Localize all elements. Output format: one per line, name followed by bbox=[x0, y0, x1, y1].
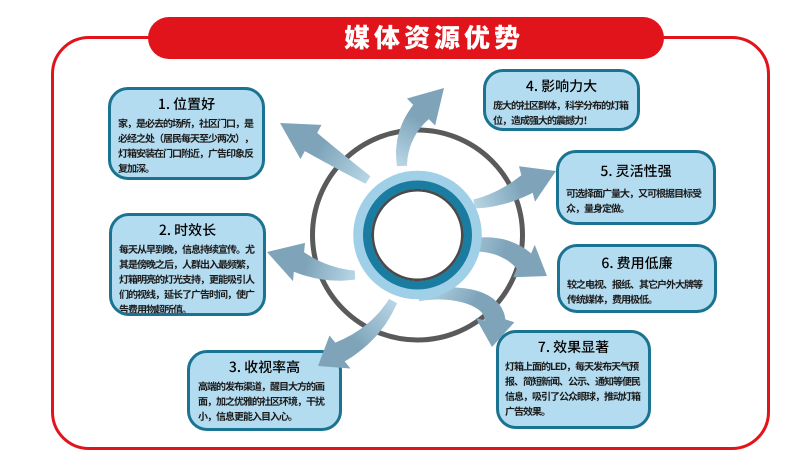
advantage-box-1: 1. 位置好 家，是必去的场所，社区门口，是必经之处（居民每天至少两次），灯箱安… bbox=[108, 87, 265, 180]
advantage-title-7: 7. 效果显著 bbox=[537, 337, 610, 357]
advantage-title-6: 6. 费用低廉 bbox=[601, 253, 673, 273]
advantage-title-1: 1. 位置好 bbox=[157, 94, 216, 114]
page-title: 媒体资源优势 bbox=[343, 17, 524, 55]
advantage-body-3: 高端的发布渠道，醒目大方的画面，加之优雅的社区环境，干扰小，信息更能入目入心。 bbox=[198, 378, 325, 423]
advantage-body-6: 较之电视、报纸、其它户外大牌等传统媒体，费用极低。 bbox=[567, 276, 703, 306]
advantage-body-7: 灯箱上面的LED，每天发布天气预报、简短新闻、公示、通知等便民信息，吸引了公众眼… bbox=[505, 358, 641, 418]
advantage-body-4: 庞大的社区群体，科学分布的灯箱位，造成强大的震撼力！ bbox=[493, 97, 629, 127]
title-banner: 媒体资源优势 bbox=[148, 17, 664, 59]
advantage-box-3: 3. 收视率高 高端的发布渠道，醒目大方的画面，加之优雅的社区环境，干扰小，信息… bbox=[187, 350, 342, 431]
advantage-box-5: 5. 灵活性强 可选择面广量大，又可根据目标受众，量身定做。 bbox=[556, 150, 716, 225]
advantage-box-4: 4. 影响力大 庞大的社区群体，科学分布的灯箱位，造成强大的震撼力！ bbox=[483, 69, 640, 131]
advantage-box-7: 7. 效果显著 灯箱上面的LED，每天发布天气预报、简短新闻、公示、通知等便民信… bbox=[496, 330, 651, 429]
advantage-title-4: 4. 影响力大 bbox=[525, 76, 598, 96]
advantage-body-5: 可选择面广量大，又可根据目标受众，量身定做。 bbox=[566, 185, 702, 215]
advantage-box-2: 2. 时效长 每天从早到晚，信息持续宣传。尤其是傍晚之后，人群出入最频繁，灯箱明… bbox=[109, 213, 266, 316]
advantage-title-3: 3. 收视率高 bbox=[228, 357, 301, 377]
advantage-body-1: 家，是必去的场所，社区门口，是必经之处（居民每天至少两次），灯箱安装在门口附近，… bbox=[118, 115, 254, 175]
advantage-box-6: 6. 费用低廉 较之电视、报纸、其它户外大牌等传统媒体，费用极低。 bbox=[557, 244, 717, 313]
advantage-body-2: 每天从早到晚，信息持续宣传。尤其是傍晚之后，人群出入最频繁，灯箱明亮的灯光支持，… bbox=[119, 241, 255, 316]
advantage-title-5: 5. 灵活性强 bbox=[600, 161, 672, 181]
advantage-title-2: 2. 时效长 bbox=[158, 220, 217, 240]
